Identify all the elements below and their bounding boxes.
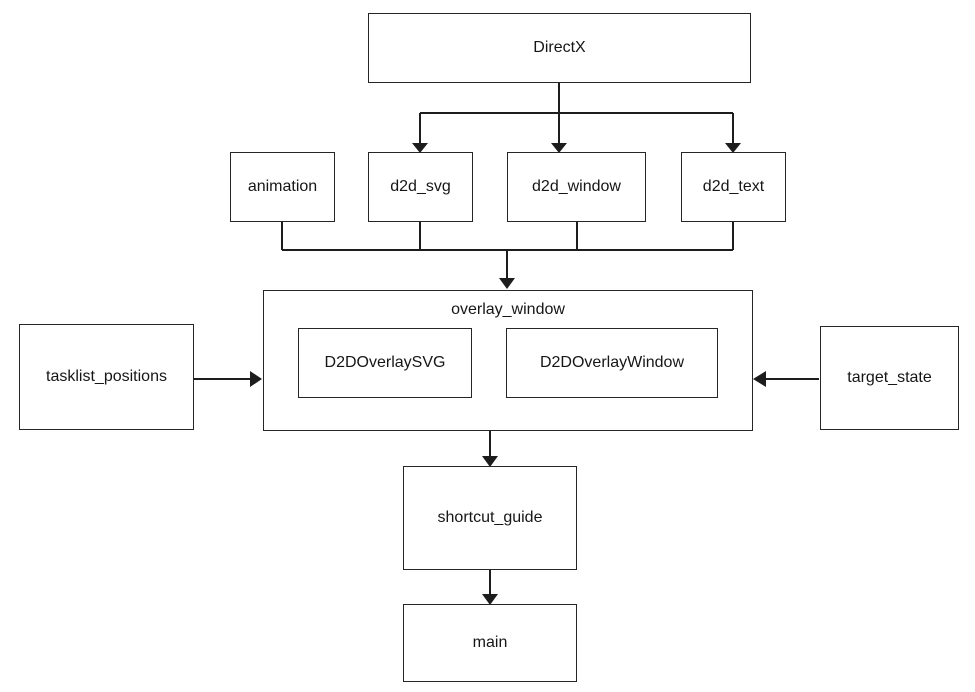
node-shortcut-guide[interactable]: shortcut_guide	[403, 466, 577, 570]
arrowhead-overlay-window-top	[499, 278, 515, 289]
node-directx-label: DirectX	[533, 39, 586, 57]
arrowhead-overlay-window-right	[753, 371, 766, 387]
node-tasklist-positions[interactable]: tasklist_positions	[19, 324, 194, 430]
node-target-state-label: target_state	[847, 369, 932, 387]
node-d2d-svg-label: d2d_svg	[390, 178, 451, 196]
node-tasklist-positions-label: tasklist_positions	[46, 368, 167, 386]
node-animation[interactable]: animation	[230, 152, 335, 222]
node-d2d-window[interactable]: d2d_window	[507, 152, 646, 222]
node-shortcut-guide-label: shortcut_guide	[437, 509, 543, 527]
node-main[interactable]: main	[403, 604, 577, 682]
node-overlay-window-label: overlay_window	[451, 301, 565, 318]
node-d2d-svg[interactable]: d2d_svg	[368, 152, 473, 222]
node-d2d-overlay-window-label: D2DOverlayWindow	[539, 354, 685, 372]
node-directx[interactable]: DirectX	[368, 13, 751, 83]
node-target-state[interactable]: target_state	[820, 326, 959, 430]
node-d2d-text[interactable]: d2d_text	[681, 152, 786, 222]
node-d2d-window-label: d2d_window	[532, 178, 621, 196]
node-d2d-text-label: d2d_text	[702, 178, 765, 196]
arrowhead-overlay-window-left	[250, 371, 262, 387]
node-d2d-overlay-svg-label: D2DOverlaySVG	[324, 354, 446, 372]
node-animation-label: animation	[247, 178, 318, 196]
node-d2d-overlay-window[interactable]: D2DOverlayWindow	[506, 328, 718, 398]
node-main-label: main	[472, 634, 508, 652]
node-d2d-overlay-svg[interactable]: D2DOverlaySVG	[298, 328, 472, 398]
